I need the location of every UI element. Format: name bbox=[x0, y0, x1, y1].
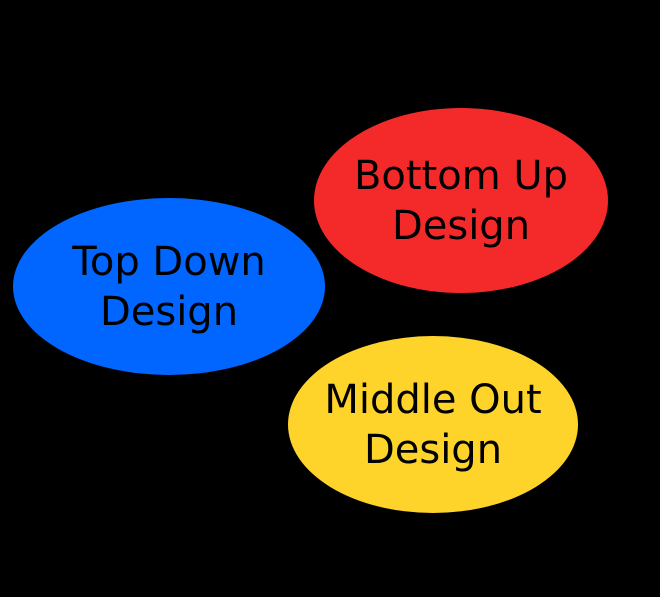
ellipse-bottom-up-design-label: Bottom Up Design bbox=[353, 152, 569, 249]
ellipse-top-down-design: Top Down Design bbox=[13, 198, 325, 375]
ellipse-bottom-up-design: Bottom Up Design bbox=[314, 108, 608, 293]
ellipse-middle-out-design-label: Middle Out Design bbox=[324, 376, 542, 473]
ellipse-top-down-design-label: Top Down Design bbox=[72, 238, 266, 335]
ellipse-middle-out-design: Middle Out Design bbox=[288, 336, 578, 513]
